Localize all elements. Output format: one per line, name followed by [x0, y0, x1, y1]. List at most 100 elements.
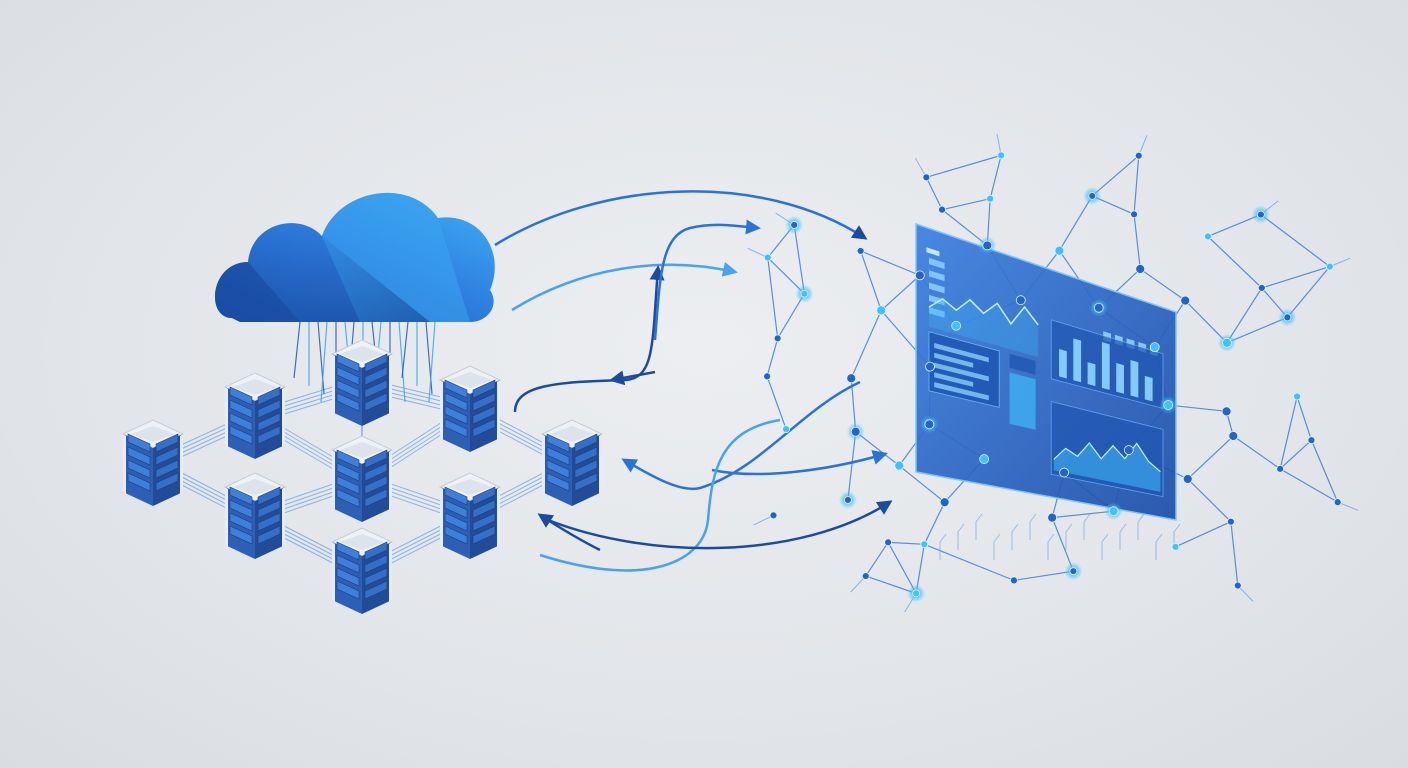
server-edge	[389, 542, 392, 602]
network-edge	[1207, 213, 1262, 237]
network-node	[1054, 245, 1065, 256]
network-edge	[1279, 396, 1298, 469]
server-rack-icon	[223, 372, 287, 459]
text-line	[934, 372, 974, 387]
server-slot	[364, 554, 388, 574]
network-edge	[766, 338, 779, 377]
circuit-trace	[1155, 533, 1163, 560]
network-edge	[1013, 570, 1074, 581]
network-edge	[1187, 435, 1234, 480]
network-edge	[1058, 195, 1093, 251]
server-edge	[332, 542, 335, 602]
circuit-trace	[975, 513, 983, 540]
server-top-inset	[340, 346, 384, 362]
network-node	[1233, 581, 1242, 590]
server-edge	[440, 487, 443, 547]
server-rack-icon	[330, 339, 394, 426]
area-chart-fill	[1053, 442, 1161, 492]
network-node	[769, 511, 778, 520]
circuit-trace	[1101, 533, 1109, 560]
server-edge	[282, 387, 285, 447]
server-top-inset	[340, 534, 384, 550]
network-node	[986, 194, 995, 203]
network-node	[850, 426, 861, 437]
sidebar-bar	[929, 270, 945, 282]
server-slot	[155, 472, 179, 492]
server-slot	[336, 475, 360, 495]
server-slot	[574, 433, 598, 453]
cloud-stream-line	[320, 321, 328, 403]
network-edge	[1091, 155, 1140, 197]
network-node	[1149, 342, 1160, 353]
server-slot	[229, 425, 253, 445]
network-node	[773, 334, 782, 343]
network-edge	[855, 431, 900, 467]
server-slot	[336, 379, 360, 399]
network-edge	[925, 177, 943, 210]
server-top-inset	[550, 426, 594, 442]
server-slot	[546, 433, 570, 453]
server-slot	[574, 446, 598, 466]
server-slot	[574, 459, 598, 479]
network-node	[1059, 467, 1070, 478]
bar-mark	[1116, 363, 1124, 394]
area-chart-line	[1053, 441, 1161, 473]
network-node	[1015, 295, 1026, 306]
network-node	[982, 240, 993, 251]
server-slot	[229, 486, 253, 506]
network-edge	[847, 431, 857, 501]
circuit-trace	[1065, 523, 1073, 550]
server-slot	[127, 459, 151, 479]
server-slot	[364, 580, 388, 600]
server-slot	[155, 433, 179, 453]
server-edge	[599, 434, 602, 494]
server-slot	[336, 449, 360, 469]
server-slot	[546, 446, 570, 466]
network-node	[938, 205, 946, 214]
network-node	[1093, 302, 1104, 313]
server-slot	[127, 433, 151, 453]
network-node	[763, 372, 772, 381]
server-slot	[472, 379, 496, 399]
server-edge	[497, 380, 500, 440]
cloud-stream-line	[398, 321, 406, 403]
network-edge	[941, 198, 991, 211]
network-edge	[1232, 435, 1281, 470]
network-node	[914, 270, 925, 281]
circuit-trace	[1137, 513, 1145, 540]
server-slot	[364, 366, 388, 386]
server-slot	[472, 512, 496, 532]
server-slot	[229, 499, 253, 519]
circuit-trace	[939, 533, 947, 560]
server-slot	[336, 462, 360, 482]
bar-mark	[1144, 375, 1153, 402]
server-slot	[257, 425, 281, 445]
network-node	[1069, 567, 1078, 576]
server-top-inset	[233, 479, 277, 495]
network-node	[1163, 400, 1174, 410]
network-edge	[1261, 266, 1330, 289]
network-edge	[860, 250, 882, 311]
text-line	[934, 382, 989, 401]
mini-widget-header	[1009, 353, 1036, 375]
network-edge	[1279, 439, 1312, 470]
server-edge	[123, 434, 126, 494]
server-slot	[127, 472, 151, 492]
cloud-stream-line	[317, 321, 325, 395]
network-node	[876, 305, 887, 316]
flow-arrow	[653, 219, 761, 341]
network-edge	[880, 274, 921, 311]
server-edge	[542, 434, 545, 494]
network-node	[856, 247, 865, 255]
network-node	[1135, 264, 1146, 274]
server-rack-icon	[223, 472, 287, 559]
server-rack-icon	[121, 419, 185, 506]
server-slot	[472, 418, 496, 438]
network-edge	[793, 224, 805, 294]
network-node	[1047, 512, 1058, 523]
network-node	[997, 151, 1006, 160]
server-slot	[444, 512, 468, 532]
server-slot	[257, 412, 281, 432]
server-slot	[364, 449, 388, 469]
network-edge	[1139, 268, 1186, 302]
